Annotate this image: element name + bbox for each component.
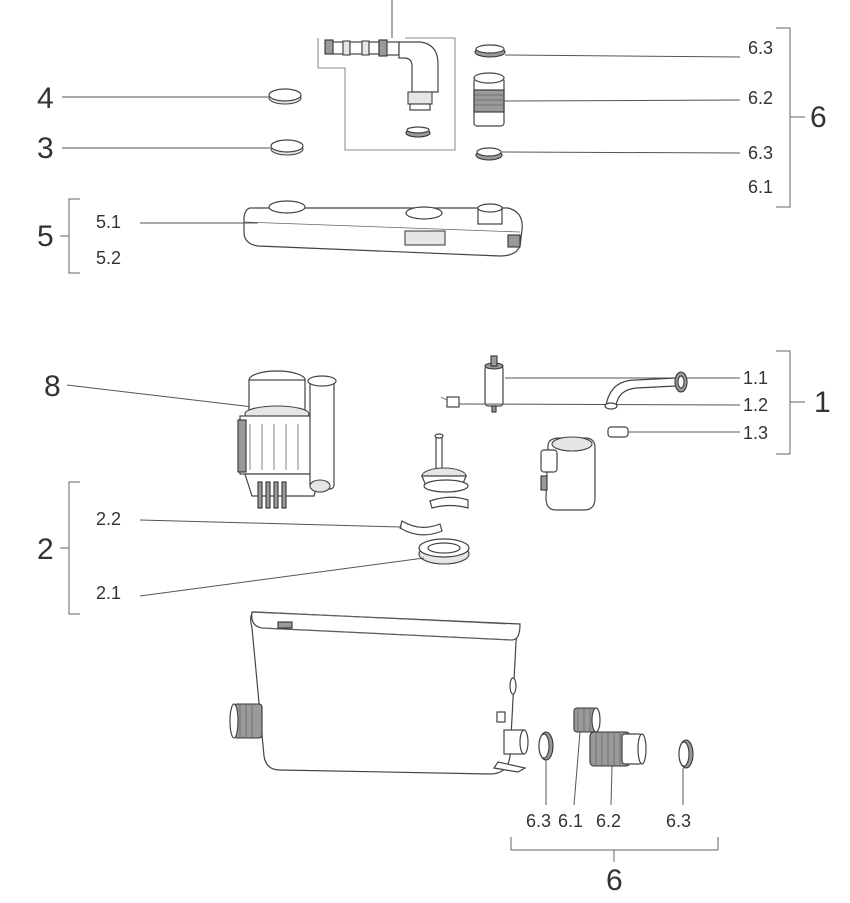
part-label-1-1: 1.1	[743, 368, 768, 388]
group-1-bracket	[776, 350, 805, 455]
part-label-6-3-mid: 6.3	[748, 143, 773, 163]
part-label-6-1-top: 6.1	[748, 177, 773, 197]
group-2-bracket	[60, 481, 80, 615]
group-label-2: 2	[37, 533, 54, 566]
group-label-4: 4	[37, 82, 54, 115]
part-label-6-2-bottom: 6.2	[596, 811, 621, 831]
part-label-1-3: 1.3	[743, 423, 768, 443]
part-label-2-1: 2.1	[96, 583, 121, 603]
part-1-2-switch	[440, 396, 741, 408]
group-5-bracket	[60, 198, 258, 274]
part-5-lid	[243, 200, 523, 257]
part-2-2-clamp	[139, 496, 469, 536]
group-label-5: 5	[37, 220, 54, 253]
part-6-3-clamp-left	[538, 731, 554, 805]
part-label-6-3-top: 6.3	[748, 38, 773, 58]
part-label-5-1: 5.1	[96, 212, 121, 232]
float-assembly	[421, 433, 469, 493]
outlet-elbow-assembly	[317, 0, 456, 151]
part-8-motor	[66, 370, 337, 509]
part-label-6-3-bottom-left: 6.3	[526, 811, 551, 831]
group-label-3: 3	[37, 132, 54, 165]
part-label-2-2: 2.2	[96, 509, 121, 529]
part-1-3-clip	[607, 426, 740, 438]
part-label-6-1-bottom: 6.1	[558, 811, 583, 831]
group-6-bottom-bracket	[510, 837, 719, 862]
part-label-6-3-bottom-right: 6.3	[666, 811, 691, 831]
part-6-1-adapter	[573, 707, 601, 806]
group-label-1: 1	[814, 386, 831, 419]
group-label-8: 8	[44, 370, 61, 403]
group-6-top-bracket	[776, 27, 805, 208]
part-6-2-hose	[589, 731, 647, 806]
part-2-1-seal	[139, 538, 470, 597]
part-label-6-2-top: 6.2	[748, 88, 773, 108]
part-6-top-kit	[473, 44, 741, 161]
part-1-1-pressure-sensor	[484, 355, 740, 413]
group-label-6-bottom: 6	[606, 864, 623, 897]
part-6-3-clamp-right	[678, 739, 694, 805]
part-3-cap	[62, 139, 304, 156]
group-label-6-top: 6	[810, 101, 827, 134]
part-4-cap	[62, 88, 302, 105]
main-tank	[229, 611, 529, 775]
part-label-5-2: 5.2	[96, 248, 121, 268]
part-1-pipe	[604, 371, 688, 410]
part-label-1-2: 1.2	[743, 395, 768, 415]
part-1-housing	[540, 436, 596, 511]
